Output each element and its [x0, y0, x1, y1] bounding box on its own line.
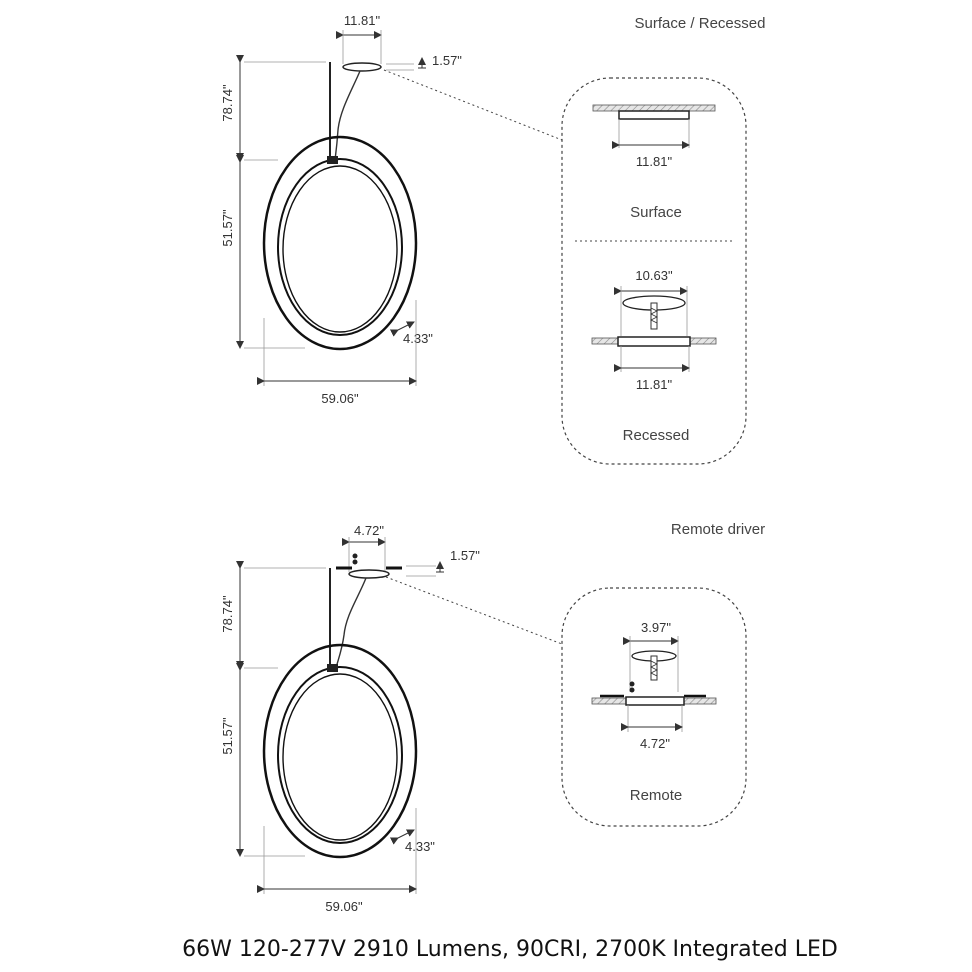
- upper-canopy-height-dim: 1.57": [386, 53, 462, 71]
- remote-housing: [625, 696, 685, 706]
- surface-caption: Surface: [630, 204, 682, 221]
- spec-footer: 66W 120-277V 2910 Lumens, 90CRI, 2700K I…: [182, 937, 838, 962]
- upper-ring-width-dim: 59.06": [257, 300, 417, 406]
- upper-ring-depth-dim: 4.33": [389, 321, 433, 346]
- lower-ring-height-label: 51.57": [220, 717, 235, 755]
- surface-canopy: [618, 110, 690, 120]
- recessed-width-label: 11.81": [636, 377, 673, 392]
- remote-width-label: 4.72": [640, 736, 670, 751]
- lower-canopy-height-label: 1.57": [450, 548, 480, 563]
- upper-ring: [262, 135, 418, 351]
- lower-cable-length-dim: 78.74": [220, 561, 326, 669]
- lower-ring-depth-dim: 4.33": [389, 829, 435, 854]
- surface-ceiling: [592, 104, 716, 112]
- upper-cable-length-label: 78.74": [220, 84, 235, 122]
- upper-ring-height-dim: 51.57": [220, 155, 305, 349]
- lower-canopy: [336, 553, 402, 579]
- surface-mount-detail: 11.81" Surface: [592, 104, 716, 221]
- upper-detail-box: 11.81" Surface 10.63" 11.81" Recessed: [561, 77, 747, 465]
- lower-ring-height-dim: 51.57": [220, 663, 305, 857]
- lower-ring-depth-label: 4.33": [405, 839, 435, 854]
- upper-canopy-width-dim: 11.81": [336, 13, 382, 64]
- lower-section: Remote driver 4.72" 1.57": [220, 521, 765, 914]
- recessed-cutout-label: 10.63": [635, 268, 673, 283]
- upper-ring-height-label: 51.57": [220, 209, 235, 247]
- upper-canopy: [342, 62, 382, 72]
- recessed-mount-detail: 10.63" 11.81" Recessed: [591, 268, 717, 444]
- lower-header: Remote driver: [671, 521, 765, 538]
- lower-power-cord: [335, 577, 367, 669]
- upper-power-cord: [334, 70, 361, 161]
- lower-canopy-width-dim: 4.72": [342, 523, 386, 572]
- lower-canopy-width-label: 4.72": [354, 523, 384, 538]
- remote-cutout-label: 3.97": [641, 620, 671, 635]
- recessed-housing: [617, 336, 691, 347]
- upper-detail-leader: [383, 69, 563, 141]
- lower-canopy-height-dim: 1.57": [406, 548, 480, 577]
- upper-canopy-height-label: 1.57": [432, 53, 462, 68]
- remote-caption: Remote: [630, 787, 683, 804]
- lower-ring-width-label: 59.06": [325, 899, 363, 914]
- surface-width-label: 11.81": [636, 154, 673, 169]
- lower-cable-length-label: 78.74": [220, 595, 235, 633]
- upper-cable-length-dim: 78.74": [220, 55, 326, 161]
- lower-ring: [262, 643, 418, 859]
- upper-section: Surface / Recessed 11.81" 1.57": [220, 13, 766, 465]
- remote-mount-detail: 3.97" 4.72" Remote: [591, 620, 717, 804]
- upper-canopy-width-label: 11.81": [344, 13, 381, 28]
- lower-ring-width-dim: 59.06": [257, 808, 417, 914]
- upper-ring-depth-label: 4.33": [403, 331, 433, 346]
- lower-detail-leader: [385, 576, 563, 645]
- upper-header: Surface / Recessed: [635, 15, 766, 32]
- upper-ring-width-label: 59.06": [321, 391, 359, 406]
- recessed-caption: Recessed: [623, 427, 690, 444]
- lower-detail-box: 3.97" 4.72" Remote: [561, 587, 747, 827]
